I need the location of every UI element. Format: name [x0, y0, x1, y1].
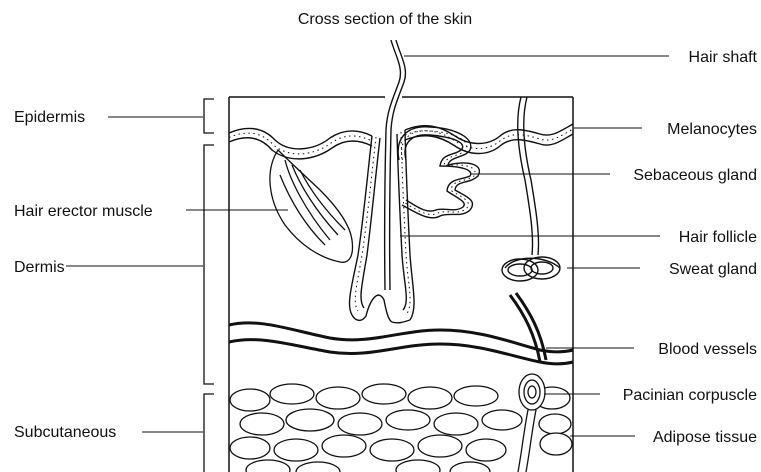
label-pacinian-corpuscle: Pacinian corpuscle — [623, 387, 757, 404]
dermis-bracket — [204, 145, 214, 384]
sebaceous-gland — [398, 127, 479, 218]
label-sebaceous-gland: Sebaceous gland — [633, 167, 757, 184]
label-melanocytes: Melanocytes — [667, 121, 757, 138]
hair-erector-muscle — [270, 150, 353, 262]
diagram-title: Cross section of the skin — [298, 11, 472, 28]
label-hair-shaft: Hair shaft — [689, 49, 758, 66]
hair-follicle — [350, 130, 415, 323]
layer-brackets — [204, 99, 214, 472]
epidermis-layer — [229, 124, 573, 159]
label-subcutaneous: Subcutaneous — [14, 424, 116, 441]
label-hair-follicle: Hair follicle — [679, 229, 757, 246]
epidermis-bracket — [204, 99, 214, 133]
label-dermis: Dermis — [14, 259, 65, 276]
label-adipose-tissue: Adipose tissue — [653, 429, 757, 446]
blood-vessels — [229, 293, 573, 364]
label-epidermis: Epidermis — [14, 109, 85, 126]
label-hair-erector-muscle: Hair erector muscle — [14, 203, 153, 220]
sweat-gland — [502, 97, 560, 281]
label-sweat-gland: Sweat gland — [669, 261, 757, 278]
subcutaneous-bracket — [204, 394, 214, 472]
label-blood-vessels: Blood vessels — [658, 341, 757, 358]
